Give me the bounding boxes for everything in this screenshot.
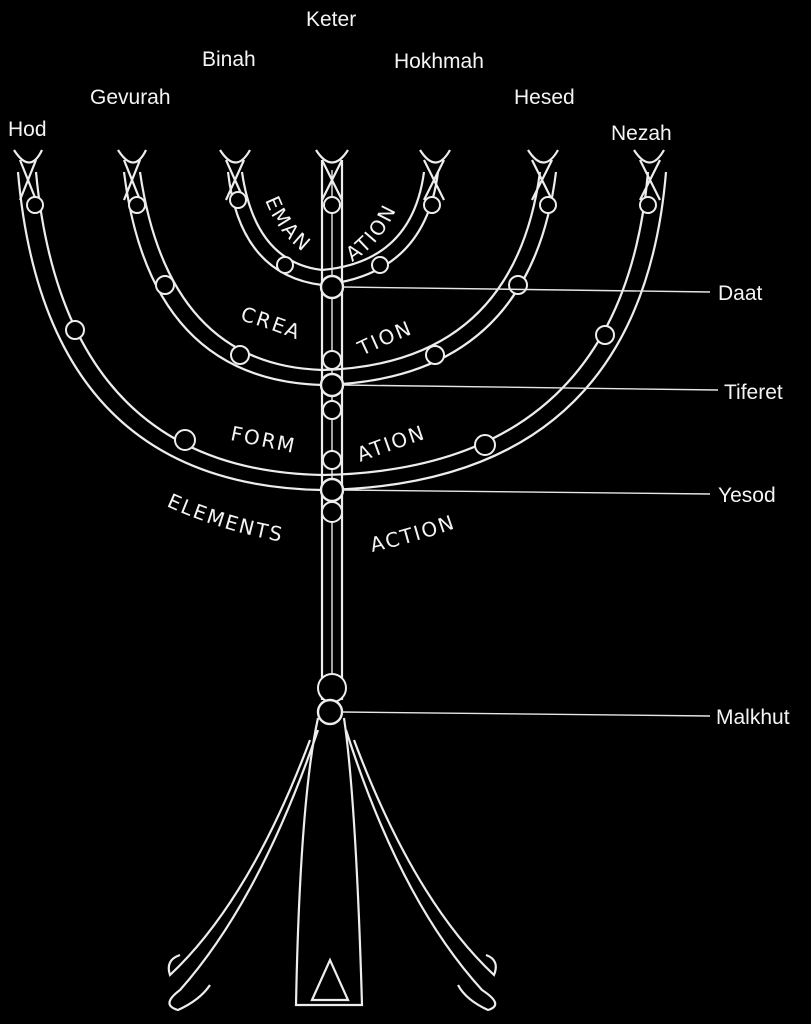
tiferet-point: [319, 372, 345, 398]
world-formation-left: FORM: [229, 421, 299, 458]
arm-knots: [26, 191, 657, 703]
arm-cups: [13, 149, 665, 201]
world-action: ACTION: [368, 510, 459, 557]
central-stem: [320, 160, 344, 700]
label-daat: Daat: [718, 282, 763, 305]
world-creation-right: TION: [353, 316, 416, 361]
label-binah: Binah: [202, 48, 256, 71]
world-formation-right: ATION: [354, 420, 429, 467]
world-emanation-left: EMAN: [260, 192, 316, 256]
daat-point: [319, 274, 345, 300]
arm-binah-hokhmah: [226, 171, 440, 287]
leader-lines: [341, 286, 719, 717]
label-nezah: Nezah: [611, 122, 672, 145]
label-hesed: Hesed: [514, 86, 575, 109]
sefira-points: [316, 274, 345, 726]
label-hokhmah: Hokhmah: [394, 50, 484, 73]
label-tiferet: Tiferet: [724, 381, 783, 404]
world-creation-left: CREA: [238, 302, 305, 345]
menorah-base: [167, 717, 497, 1012]
label-malkhut: Malkhut: [716, 706, 790, 729]
label-keter: Keter: [306, 8, 356, 31]
malkhut-point: [316, 698, 344, 726]
yesod-point: [319, 477, 345, 503]
label-yesod: Yesod: [718, 484, 776, 507]
world-elements: ELEMENTS: [164, 489, 286, 547]
label-gevurah: Gevurah: [90, 86, 171, 109]
label-hod: Hod: [8, 118, 47, 141]
